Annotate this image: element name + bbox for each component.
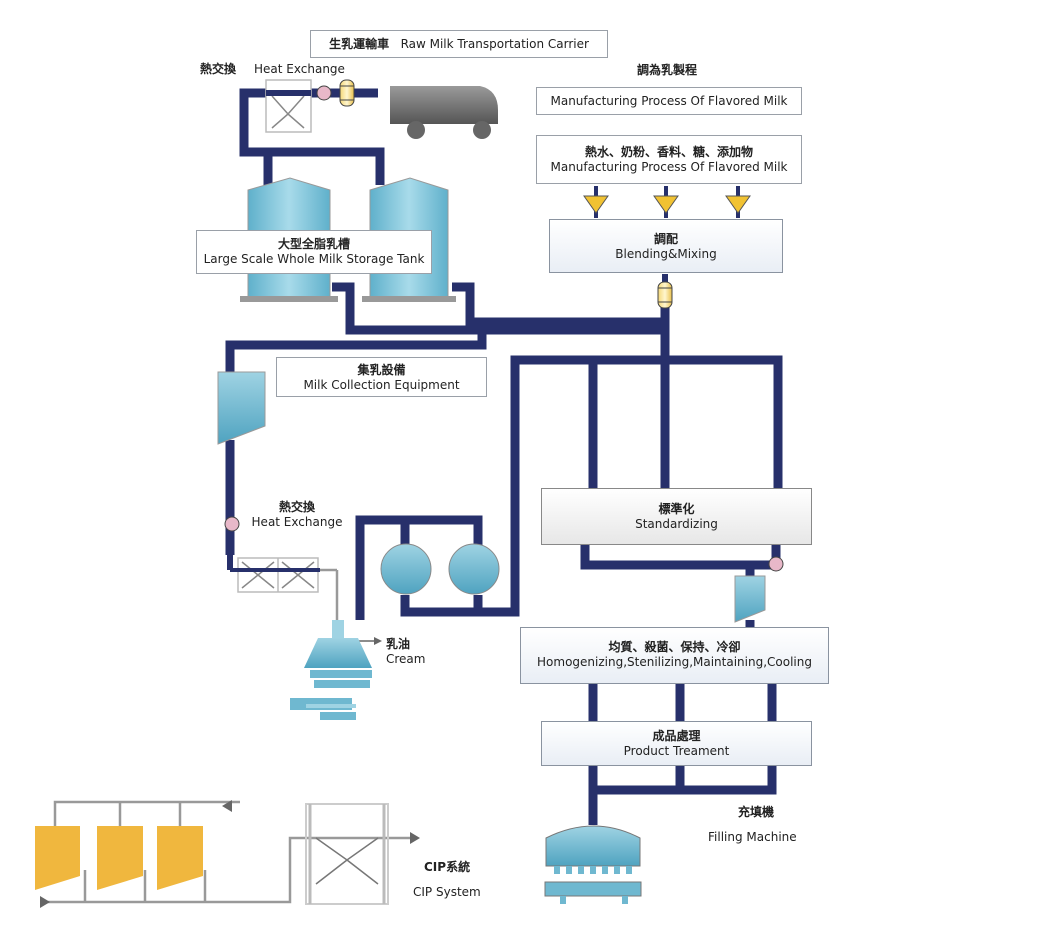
flavored-zh-label: 調為乳製程 <box>637 63 698 77</box>
flow-arrows <box>40 637 420 908</box>
marker-icon <box>316 85 332 101</box>
carrier-box: 生乳運輸車 Raw Milk Transportation Carrier <box>310 30 608 58</box>
product-en: Product Treament <box>623 744 730 758</box>
carrier-zh: 生乳運輸車 <box>329 37 390 51</box>
cream-label: 乳油 Cream <box>386 637 426 666</box>
truck-icon <box>390 86 498 139</box>
pipe-network <box>225 88 783 825</box>
cream-arrow-icon <box>374 637 382 645</box>
heat-exchanger-top-icon <box>265 79 312 133</box>
standardizing-en: Standardizing <box>635 517 718 531</box>
standardizing-box: 標準化 Standardizing <box>541 488 812 545</box>
collection-hopper-icon <box>217 371 266 445</box>
ingredient-valve-icon <box>583 186 751 218</box>
blending-box: 調配 Blending&Mixing <box>549 219 783 273</box>
separator-icon <box>290 620 372 720</box>
cip-heat-exchanger-icon <box>305 803 389 905</box>
collection-box: 集乳設備 Milk Collection Equipment <box>276 357 487 397</box>
homogenizing-en: Homogenizing,Stenilizing,Maintaining,Coo… <box>537 655 812 669</box>
tank-icon <box>448 543 500 595</box>
arrow-right-icon <box>410 832 420 844</box>
blending-zh: 調配 <box>653 232 678 246</box>
ingredients-zh: 熱水、奶粉、香料、糖、添加物 <box>584 145 753 159</box>
filling-en-label: Filling Machine <box>708 830 797 844</box>
marker-icon <box>224 516 240 532</box>
storage-box: 大型全脂乳槽 Large Scale Whole Milk Storage Ta… <box>196 230 432 274</box>
ingredients-box: 熱水、奶粉、香料、糖、添加物 Manufacturing Process Of … <box>536 135 802 184</box>
product-box: 成品處理 Product Treament <box>541 721 812 766</box>
homogenizing-box: 均質、殺菌、保持、冷卻 Homogenizing,Stenilizing,Mai… <box>520 627 829 684</box>
standardizing-zh: 標準化 <box>658 502 695 516</box>
hopper-icon <box>734 575 766 623</box>
tank-icon <box>380 543 432 595</box>
valve-icon <box>339 79 355 107</box>
collection-zh: 集乳設備 <box>357 363 406 377</box>
cip-tank-icon <box>35 826 203 890</box>
cip-zh-label: CIP系統 <box>424 860 471 874</box>
carrier-en: Raw Milk Transportation Carrier <box>400 37 589 51</box>
product-zh: 成品處理 <box>652 729 701 743</box>
thin-pipes <box>40 568 410 904</box>
homogenizing-zh: 均質、殺菌、保持、冷卻 <box>608 640 741 654</box>
blending-en: Blending&Mixing <box>615 247 717 261</box>
heat-exchange-mid-label: 熱交換 Heat Exchange <box>251 500 343 529</box>
heat-exchanger-mid-icon <box>227 555 320 593</box>
filling-zh-label: 充填機 <box>738 805 775 819</box>
cip-en-label: CIP System <box>413 885 481 899</box>
arrow-right-icon <box>40 896 50 908</box>
filling-machine-icon <box>544 825 642 904</box>
arrow-left-icon <box>222 800 232 812</box>
ingredients-en: Manufacturing Process Of Flavored Milk <box>550 160 788 174</box>
flavored-box: Manufacturing Process Of Flavored Milk <box>536 87 802 115</box>
storage-zh: 大型全脂乳槽 <box>277 237 350 251</box>
storage-en: Large Scale Whole Milk Storage Tank <box>203 252 425 266</box>
collection-en: Milk Collection Equipment <box>303 378 460 392</box>
marker-icon <box>768 556 784 572</box>
valve-icon <box>657 274 673 309</box>
